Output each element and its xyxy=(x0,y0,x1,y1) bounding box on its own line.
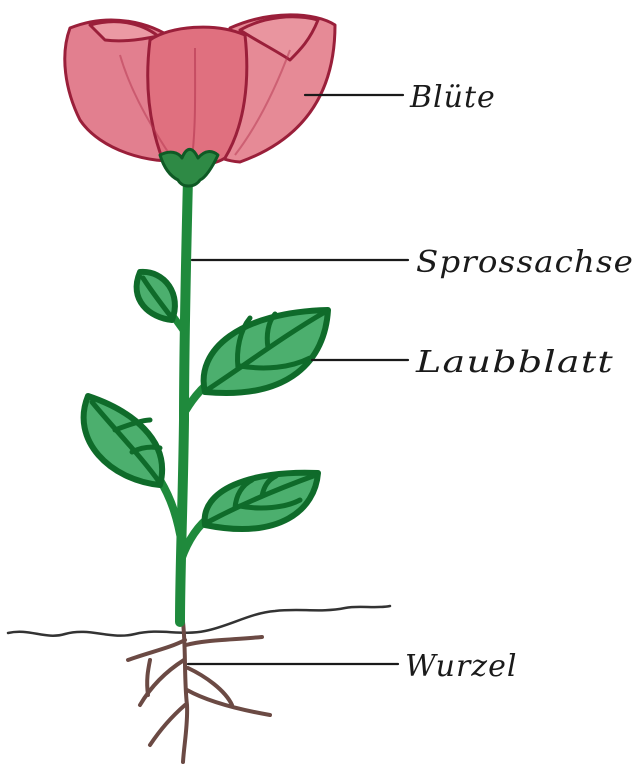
flower xyxy=(65,15,335,186)
leaf-small xyxy=(137,272,175,320)
leaf-upper-right xyxy=(204,310,328,393)
label-sprossachse: Sprossachse xyxy=(416,245,634,280)
leaf-lower-left xyxy=(84,396,162,485)
ground-line xyxy=(8,606,390,636)
label-laubblatt: Laubblatt xyxy=(415,345,614,380)
roots xyxy=(128,622,270,762)
leaf-lower-right xyxy=(205,473,318,529)
sepals xyxy=(160,149,218,186)
label-bluete: Blüte xyxy=(409,80,496,115)
label-wurzel: Wurzel xyxy=(405,649,517,684)
